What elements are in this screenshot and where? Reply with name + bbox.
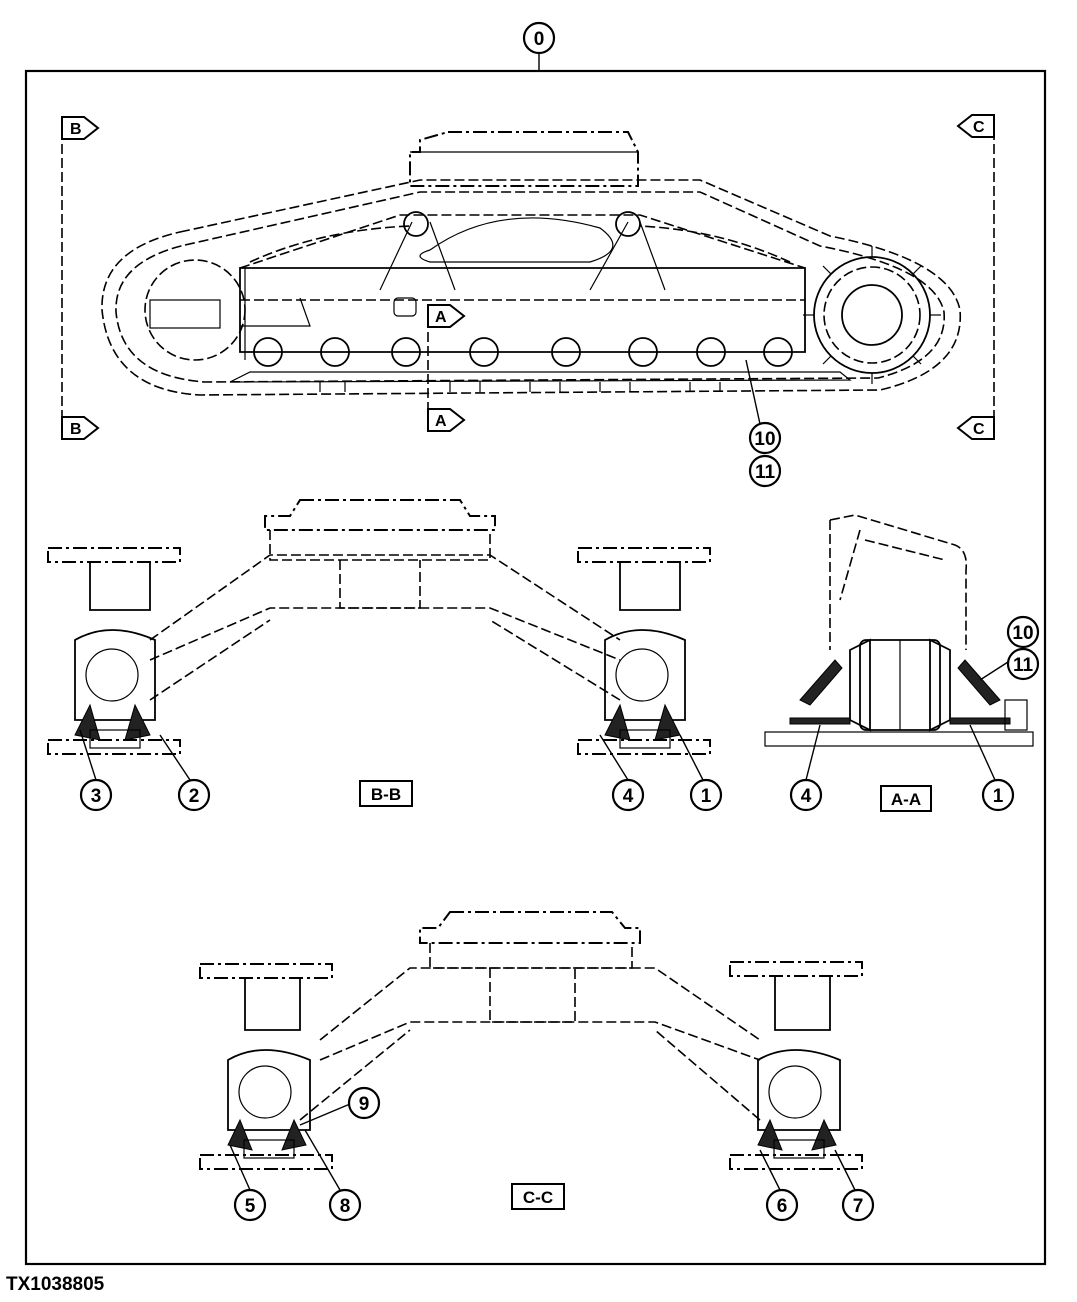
callout-5: 5 xyxy=(233,1188,267,1222)
callout-label: 1 xyxy=(993,786,1004,807)
callout-label: 4 xyxy=(801,786,812,807)
section-label-cc: C-C xyxy=(511,1183,565,1210)
callout-label: 7 xyxy=(853,1196,864,1217)
callout-3: 3 xyxy=(79,778,113,812)
callout-label: 10 xyxy=(1012,623,1033,644)
callout-11-aa: 11 xyxy=(1006,647,1040,681)
section-arrow-b-bottom: B xyxy=(61,416,100,440)
section-arrow-label: A xyxy=(435,309,447,326)
section-arrow-label: B xyxy=(70,421,82,438)
callout-2: 2 xyxy=(177,778,211,812)
section-label-bb: B-B xyxy=(359,780,413,807)
callout-label: 8 xyxy=(340,1196,351,1217)
callout-8: 8 xyxy=(328,1188,362,1222)
callout-label: 10 xyxy=(754,429,775,450)
section-arrow-c-top: C xyxy=(956,114,995,138)
figure-id: TX1038805 xyxy=(6,1274,105,1295)
callout-label: 4 xyxy=(623,786,634,807)
callout-9: 9 xyxy=(347,1086,381,1120)
section-arrow-a-bottom: A xyxy=(427,408,466,432)
section-label-text: B-B xyxy=(371,785,401,804)
section-aa-view xyxy=(764,514,1034,781)
side-view xyxy=(61,130,995,428)
callout-4-bb: 4 xyxy=(611,778,645,812)
section-label-aa: A-A xyxy=(880,785,932,812)
section-cc-view xyxy=(199,911,863,1191)
callout-label: 1 xyxy=(701,786,712,807)
callout-1-aa: 1 xyxy=(981,778,1015,812)
section-label-text: A-A xyxy=(891,790,921,809)
callout-4-aa: 4 xyxy=(789,778,823,812)
section-arrow-label: C xyxy=(973,421,985,438)
callout-1-bb: 1 xyxy=(689,778,723,812)
callout-label: 9 xyxy=(359,1094,370,1115)
callout-6: 6 xyxy=(765,1188,799,1222)
section-arrow-a-top: A xyxy=(427,304,466,328)
callout-label: 0 xyxy=(534,29,545,50)
section-arrow-label: C xyxy=(973,119,985,136)
callout-label: 11 xyxy=(755,462,776,483)
callout-label: 3 xyxy=(91,786,102,807)
section-arrow-label: B xyxy=(70,121,82,138)
callout-label: 2 xyxy=(189,786,200,807)
section-bb-view xyxy=(47,499,711,781)
callout-10-side: 10 xyxy=(748,421,782,455)
callout-label: 6 xyxy=(777,1196,788,1217)
callout-11-side: 11 xyxy=(748,454,782,488)
callout-0: 0 xyxy=(522,21,556,55)
callout-label: 5 xyxy=(245,1196,256,1217)
section-arrow-label: A xyxy=(435,413,447,430)
callout-label: 11 xyxy=(1013,655,1034,676)
callout-7: 7 xyxy=(841,1188,875,1222)
section-label-text: C-C xyxy=(523,1188,553,1207)
section-arrow-b-top: B xyxy=(61,116,100,140)
section-arrow-c-bottom: C xyxy=(956,416,995,440)
drawing-border xyxy=(24,69,1047,1266)
callout-10-aa: 10 xyxy=(1006,615,1040,649)
